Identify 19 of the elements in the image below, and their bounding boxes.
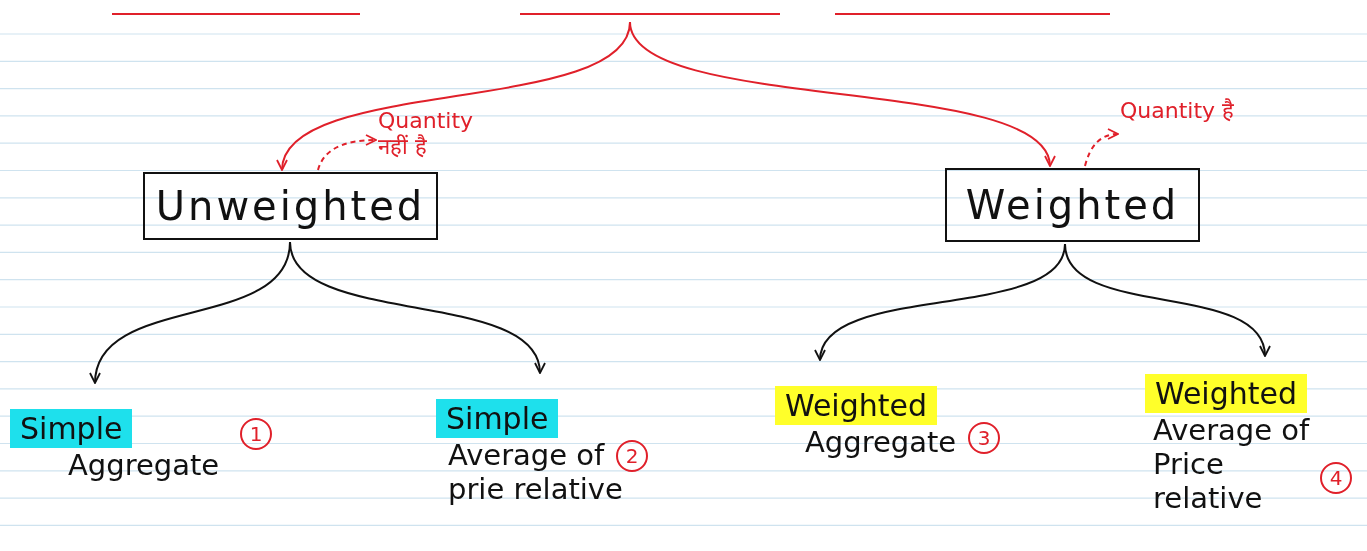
arrow (1084, 128, 1119, 167)
arrow (1064, 243, 1269, 357)
category-box: Unweighted (143, 172, 438, 240)
callout-number: 3 (968, 422, 1000, 454)
method-label: Average of Price relative (1153, 413, 1311, 515)
highlighted-label: Simple (436, 399, 559, 438)
arrow (317, 134, 377, 171)
highlighted-label: Weighted (775, 386, 938, 425)
callout-number: 2 (616, 440, 648, 472)
highlighted-label: Weighted (1145, 374, 1308, 413)
arrow (289, 241, 544, 374)
category-box: Weighted (945, 168, 1200, 242)
callout-number: 1 (240, 418, 272, 450)
method-label: Aggregate (805, 425, 958, 459)
method-label: Aggregate (68, 448, 221, 482)
highlighted-label: Simple (10, 409, 133, 448)
annotation-text: Quantity है (1120, 98, 1236, 124)
callout-number: 4 (1320, 462, 1352, 494)
annotation-text: Quantity नहीं है (378, 108, 475, 160)
